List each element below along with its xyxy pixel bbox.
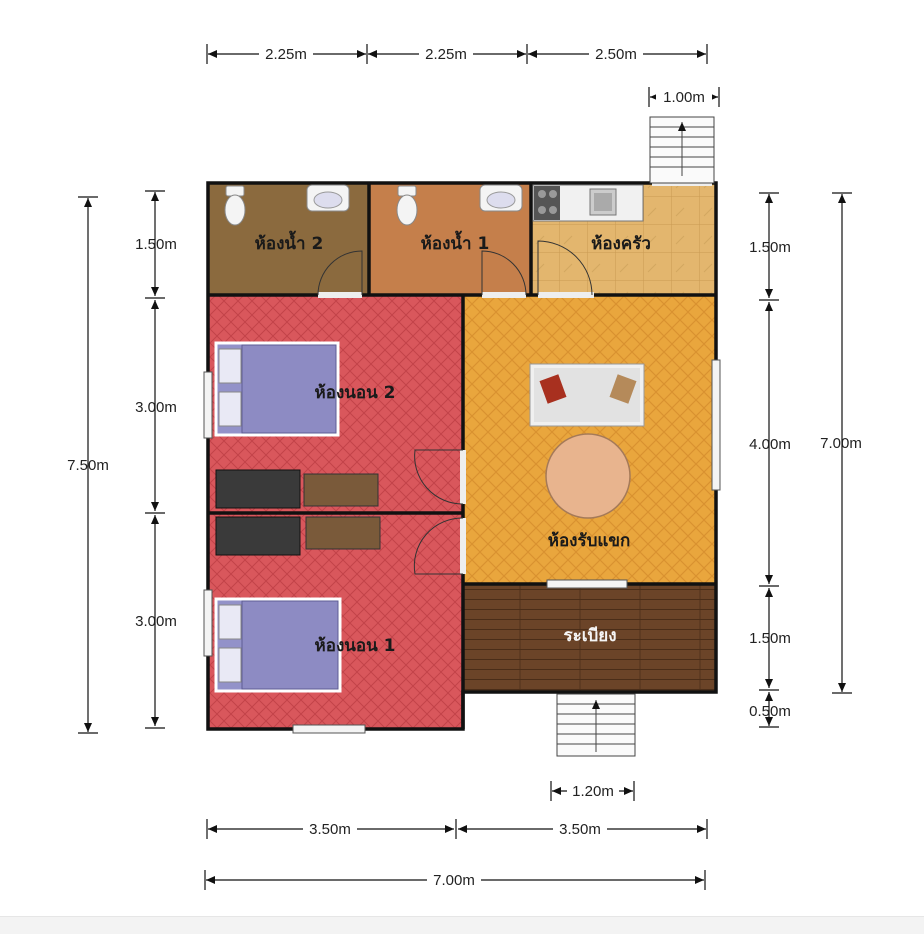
footer-bar xyxy=(0,916,924,934)
dimension-label: 2.25m xyxy=(265,46,307,63)
stairs-top-icon xyxy=(649,116,715,184)
dimension-label: 3.00m xyxy=(135,399,177,416)
windows xyxy=(203,359,721,734)
dimension-label: 2.50m xyxy=(595,46,637,63)
dimension-label: 7.00m xyxy=(433,872,475,889)
dimension-label: 1.00m xyxy=(663,89,705,106)
walls xyxy=(206,181,718,731)
room-label-kitchen: ห้องครัว xyxy=(591,234,651,254)
dimension-label: 1.20m xyxy=(572,783,614,800)
dimension-label: 7.50m xyxy=(67,457,109,474)
toilet-icon xyxy=(396,185,418,226)
sink-icon xyxy=(306,184,350,212)
dimension-label: 1.50m xyxy=(749,630,791,647)
desk-icon xyxy=(215,469,301,509)
dimension-label: 0.50m xyxy=(749,703,791,720)
room-label-bathroom-1: ห้องน้ำ 1 xyxy=(421,230,490,254)
room-label-bedroom-2: ห้องนอน 2 xyxy=(315,383,396,403)
room-label-bathroom-2: ห้องน้ำ 2 xyxy=(255,230,324,254)
sink-icon xyxy=(479,184,523,212)
kitchen-counter xyxy=(532,184,644,222)
bed-icon xyxy=(214,597,342,693)
dimension-label: 4.00m xyxy=(749,436,791,453)
bed-icon xyxy=(214,341,340,437)
veranda-floor xyxy=(463,584,716,692)
sofa-icon xyxy=(529,363,645,427)
dimension-label: 7.00m xyxy=(820,435,862,452)
dimension-label: 1.50m xyxy=(749,239,791,256)
stairs-bottom-icon xyxy=(556,693,636,757)
dresser-icon xyxy=(303,473,379,507)
dimension-label: 3.50m xyxy=(559,821,601,838)
dimension-label: 2.25m xyxy=(425,46,467,63)
dimension-label: 3.00m xyxy=(135,613,177,630)
room-label-living-room: ห้องรับแขก xyxy=(548,531,631,551)
desk-icon xyxy=(215,516,301,556)
room-label-bedroom-1: ห้องนอน 1 xyxy=(315,636,396,656)
toilet-icon xyxy=(224,185,246,226)
dresser-icon xyxy=(305,516,381,550)
room-label-veranda: ระเบียง xyxy=(563,625,616,646)
dimension-label: 1.50m xyxy=(135,236,177,253)
coffee-table-icon xyxy=(545,433,631,519)
dimension-label: 3.50m xyxy=(309,821,351,838)
